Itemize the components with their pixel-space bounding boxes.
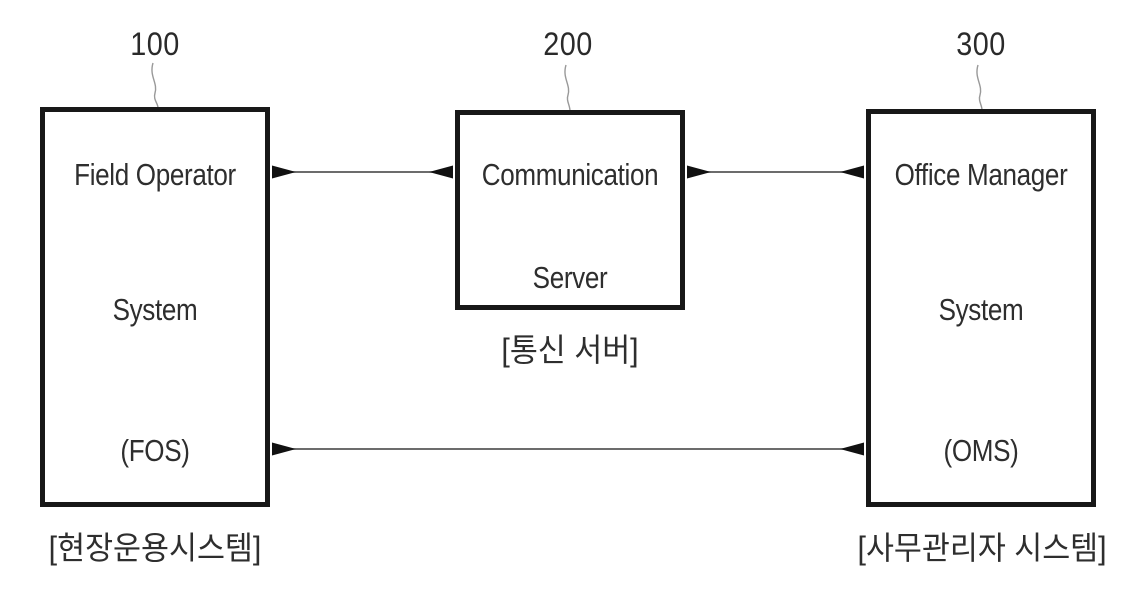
ref-number-100: 100	[130, 26, 180, 62]
node-label-line: System	[938, 292, 1024, 327]
leader-line-100	[151, 62, 159, 109]
ref-number-200: 200	[543, 26, 593, 62]
caption-office-manager-system-korean: [사무관리자 시스템]	[857, 530, 1107, 566]
node-field-operator-system: Field Operator System (FOS)	[40, 107, 270, 507]
ref-number-300: 300	[956, 26, 1006, 62]
node-label-line: Communication	[481, 157, 659, 192]
node-label-line: Server	[532, 260, 608, 295]
node-label-line: Field Operator	[74, 157, 236, 192]
node-label-line: System	[112, 292, 198, 327]
leader-line-300	[976, 64, 983, 111]
node-office-manager-system: Office Manager System (OMS)	[866, 109, 1096, 507]
caption-communication-server-korean: [통신 서버]	[501, 332, 639, 368]
node-label-line: (FOS)	[120, 433, 190, 468]
node-label-line: (OMS)	[943, 433, 1019, 468]
caption-field-operator-system-korean: [현장운용시스템]	[48, 530, 262, 566]
node-label-line: Office Manager	[894, 157, 1068, 192]
node-communication-server: Communication Server	[455, 110, 685, 310]
leader-line-200	[564, 64, 571, 112]
